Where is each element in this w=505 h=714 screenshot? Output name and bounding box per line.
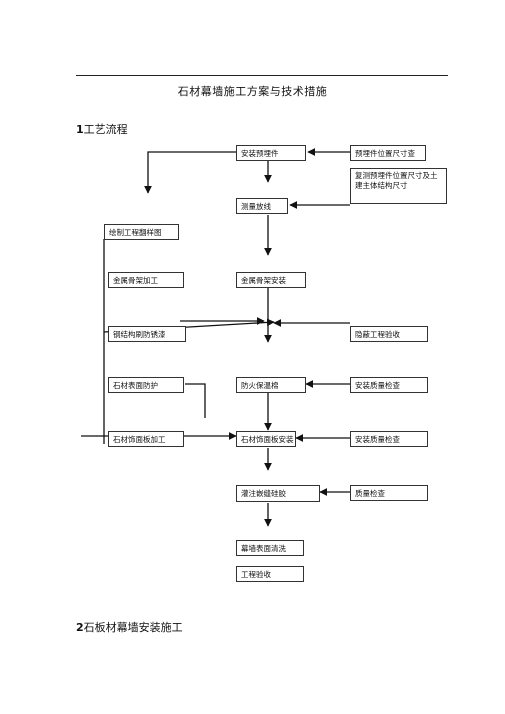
header-rule <box>76 75 448 76</box>
box-stone-panel-processing: 石材饰面板加工 <box>108 431 184 447</box>
box-draw-drawings: 绘制工程翻样图 <box>104 224 179 240</box>
box-install-quality-check-2: 安装质量检查 <box>350 431 428 447</box>
page-title: 石材幕墙施工方案与技术措施 <box>177 85 328 98</box>
box-quality-check: 质量检查 <box>350 485 428 501</box>
box-fire-insulation: 防火保温棉 <box>236 377 306 393</box>
box-frame-install: 金属骨架安装 <box>236 272 306 288</box>
box-concealed-acceptance: 隐蔽工程验收 <box>350 326 428 342</box>
box-survey-layout: 测量放线 <box>236 198 288 214</box>
box-joint-sealant: 灌注嵌缝硅胶 <box>236 485 320 502</box>
box-recheck-dims: 复测预埋件位置尺寸及土建主体结构尺寸 <box>350 168 447 204</box>
box-frame-processing: 金属骨架加工 <box>108 272 184 288</box>
line-surface-protect <box>185 383 206 418</box>
box-install-quality-check-1: 安装质量检查 <box>350 377 428 393</box>
box-install-embedded: 安装预埋件 <box>236 145 306 161</box>
section-heading-2: 2石板材幕墙安装施工 <box>76 621 183 634</box>
box-surface-cleaning: 幕墙表面清洗 <box>236 540 304 556</box>
box-project-acceptance: 工程验收 <box>236 566 304 582</box>
box-stone-surface-protect: 石材表面防护 <box>108 377 184 393</box>
box-steel-rustproof: 钢结构刷防锈漆 <box>108 326 186 342</box>
box-stone-panel-install: 石材饰面板安装 <box>236 431 296 447</box>
section-heading-1: 1工艺流程 <box>76 123 128 136</box>
box-embedded-dim-check: 预埋件位置尺寸查 <box>350 145 426 161</box>
arrow-install-to-left <box>144 151 236 194</box>
